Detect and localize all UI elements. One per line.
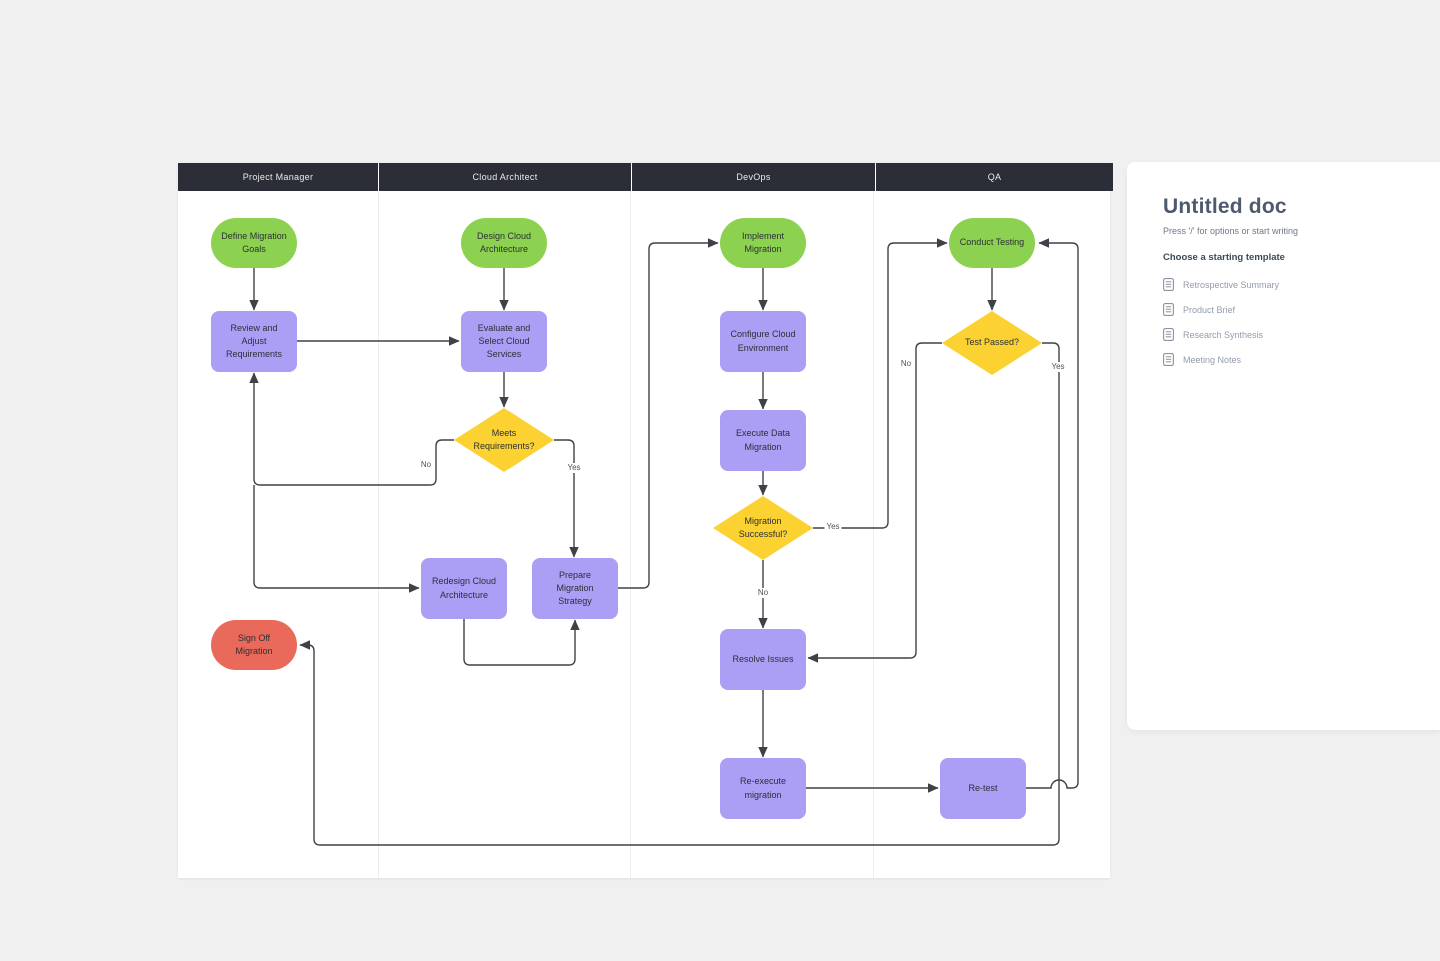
node-label: Re-execute migration [739,776,787,800]
edge-label-test-no[interactable]: No [898,359,914,369]
lane-header-project-manager[interactable]: Project Manager [178,163,378,191]
node-re-execute[interactable]: Re-execute migration [720,758,806,819]
template-item-label: Research Synthesis [1183,329,1264,340]
node-label: Evaluate and Select Cloud Services [477,322,531,360]
document-icon [1163,328,1174,341]
node-prepare-strategy[interactable]: Prepare Migration Strategy [532,558,618,619]
edge-connector-19[interactable] [1025,238,1079,789]
edge-connector-5[interactable] [253,485,420,593]
node-resolve-issues[interactable]: Resolve Issues [720,629,806,690]
edge-label-meets-no[interactable]: No [418,460,434,470]
doc-title[interactable]: Untitled doc [1163,195,1287,218]
node-redesign[interactable]: Redesign Cloud Architecture [421,558,507,619]
node-sign-off[interactable]: Sign Off Migration [211,620,297,670]
edge-connector-8[interactable] [618,238,719,589]
node-label: Meets Requirements? [473,427,535,451]
node-label: Redesign Cloud Architecture [431,576,497,600]
node-configure[interactable]: Configure Cloud Environment [720,311,806,372]
lane-divider [630,191,631,878]
node-label: Conduct Testing [959,237,1025,248]
template-section-heading: Choose a starting template [1163,252,1285,263]
doc-editor-placeholder[interactable]: Press '/' for options or start writing [1163,226,1298,236]
node-label: Sign Off Migration [235,632,273,656]
edge-test-yes[interactable] [299,342,1060,846]
edge-mig-yes[interactable] [813,238,948,529]
document-icon [1163,278,1174,291]
edge-label-meets-yes[interactable]: Yes [565,463,583,473]
template-item-retrospective-summary[interactable]: Retrospective Summary [1163,272,1440,297]
node-label: Test Passed? [964,337,1020,348]
edge-test-no[interactable] [807,342,942,663]
node-implement[interactable]: Implement Migration [720,218,806,268]
lane-divider [378,191,379,878]
edge-label-mig-yes[interactable]: Yes [824,522,842,532]
lane-header-devops[interactable]: DevOps [632,163,875,191]
lane-header-cloud-architect[interactable]: Cloud Architect [379,163,631,191]
template-item-research-synthesis[interactable]: Research Synthesis [1163,322,1440,347]
template-item-label: Retrospective Summary [1183,279,1280,290]
node-evaluate-select[interactable]: Evaluate and Select Cloud Services [461,311,547,372]
edge-label-test-yes[interactable]: Yes [1049,362,1067,372]
node-label: Define Migration Goals [221,230,287,254]
template-item-label: Meeting Notes [1183,354,1242,365]
edge-layer [249,238,1079,846]
doc-panel: Untitled doc Press '/' for options or st… [1127,162,1440,730]
node-design-cloud[interactable]: Design Cloud Architecture [461,218,547,268]
node-label: Resolve Issues [732,653,794,664]
node-label: Re-test [968,782,998,793]
document-icon [1163,303,1174,316]
lane-divider [873,191,874,878]
node-label: Review and Adjust Requirements [225,322,283,360]
lane-header-qa[interactable]: QA [876,163,1113,191]
template-item-product-brief[interactable]: Product Brief [1163,297,1440,322]
edge-meets-yes[interactable] [554,439,579,558]
node-review-adjust[interactable]: Review and Adjust Requirements [211,311,297,372]
node-conduct-testing[interactable]: Conduct Testing [949,218,1035,268]
node-label: Prepare Migration Strategy [556,569,594,607]
node-re-test[interactable]: Re-test [940,758,1026,819]
edge-connector-7[interactable] [463,619,580,666]
template-item-meeting-notes[interactable]: Meeting Notes [1163,347,1440,372]
edge-label-mig-no[interactable]: No [755,588,771,598]
edge-meets-no[interactable] [249,372,454,486]
node-label: Execute Data Migration [735,428,791,452]
node-label: Configure Cloud Environment [730,329,796,353]
template-item-label: Product Brief [1183,304,1236,315]
node-execute-data[interactable]: Execute Data Migration [720,410,806,471]
node-label: Migration Successful? [738,515,788,539]
node-label: Implement Migration [741,230,785,254]
node-define-goals[interactable]: Define Migration Goals [211,218,297,268]
document-icon [1163,353,1174,366]
node-label: Design Cloud Architecture [476,230,532,254]
